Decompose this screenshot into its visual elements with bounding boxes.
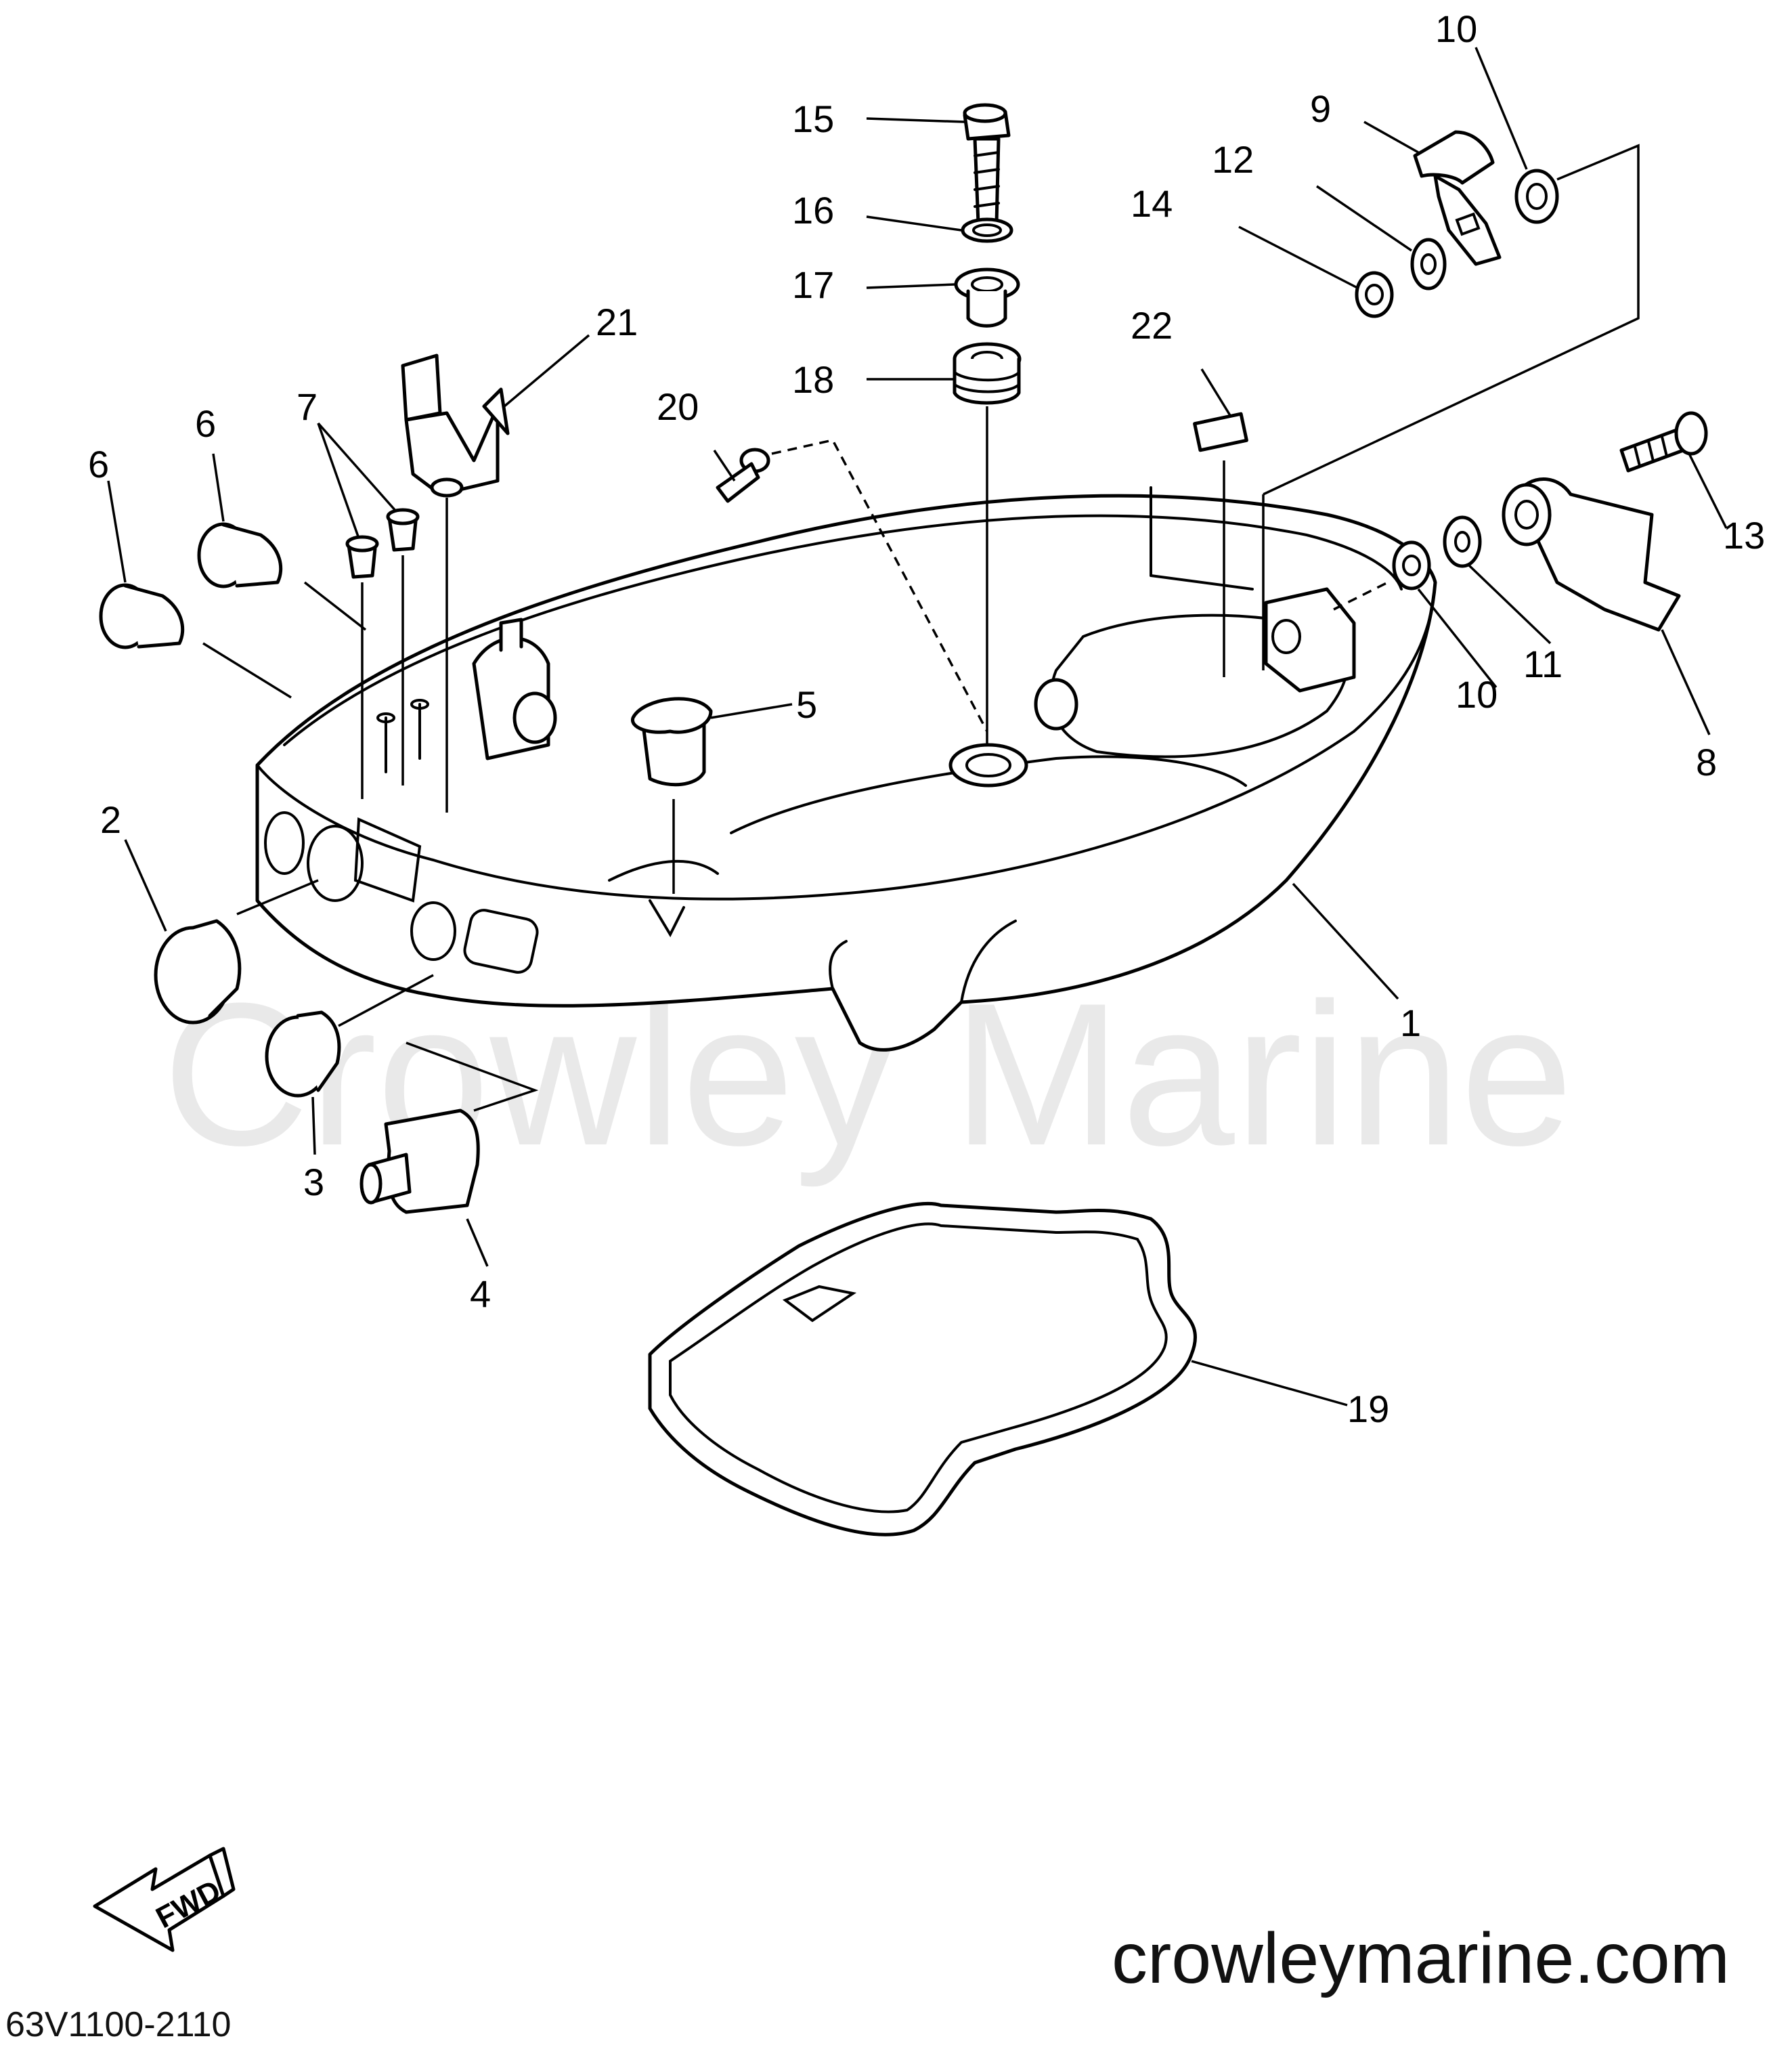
callout-6b: 6 [195, 402, 216, 445]
callout-22: 22 [1131, 304, 1173, 347]
label-part-22 [1193, 412, 1248, 452]
grommet-part-3 [265, 1010, 341, 1098]
callout-20: 20 [657, 385, 699, 428]
gasket [648, 1202, 1197, 1536]
damper-part-18 [953, 342, 1022, 405]
callout-7: 7 [297, 385, 318, 428]
collar-part-17 [954, 267, 1020, 328]
washer-part-16 [961, 217, 1013, 243]
callout-2: 2 [100, 798, 121, 841]
washer-part-11 [1443, 515, 1482, 568]
plug-part-2 [154, 919, 242, 1025]
callout-19: 19 [1347, 1388, 1389, 1430]
callout-5: 5 [796, 683, 817, 726]
bolt-part-13 [1619, 411, 1708, 473]
assembly-lines [202, 144, 1640, 1112]
bracket-part-21 [401, 353, 510, 498]
callout-13: 13 [1723, 514, 1765, 557]
callout-9: 9 [1310, 87, 1331, 130]
callout-11: 11 [1523, 643, 1562, 685]
callout-12: 12 [1212, 138, 1254, 181]
callout-17: 17 [792, 263, 834, 306]
leader-lines [107, 47, 1728, 1406]
fwd-arrow: FWD [93, 1847, 236, 1952]
pin-part-7 [345, 508, 420, 579]
screw-part-20 [716, 448, 770, 503]
callout-1: 1 [1400, 1002, 1421, 1044]
nut-part-14 [1355, 271, 1394, 318]
callout-18: 18 [792, 358, 834, 401]
bottom-cowling [255, 486, 1437, 1052]
washer-part-12 [1410, 238, 1447, 291]
grommet-part-6b [197, 522, 283, 588]
grommet-part-6a [99, 583, 185, 649]
diagram-code: 63V1100-2110 [5, 2005, 232, 2044]
callout-6a: 6 [88, 443, 109, 486]
callout-16: 16 [792, 189, 834, 232]
callout-14: 14 [1131, 182, 1173, 225]
mount-part-8 [1502, 477, 1681, 632]
callout-10a: 10 [1435, 7, 1477, 50]
nut-part-10a [1514, 169, 1559, 224]
plate-part-9 [1413, 130, 1502, 266]
website-text: crowleymarine.com [1111, 1918, 1730, 1998]
bolt-part-15 [963, 103, 1011, 225]
clip-part-5 [631, 697, 713, 787]
callout-10b: 10 [1456, 673, 1498, 716]
callout-15: 15 [792, 98, 834, 140]
connector-part-4 [359, 1109, 480, 1214]
callout-labels: 1 2 3 4 5 6 6 7 8 9 10 10 11 12 13 14 15… [88, 7, 1765, 1430]
callout-21: 21 [596, 301, 638, 343]
nut-part-10b [1392, 540, 1431, 590]
callout-4: 4 [470, 1272, 491, 1315]
callout-3: 3 [303, 1161, 324, 1203]
callout-8: 8 [1696, 741, 1717, 783]
